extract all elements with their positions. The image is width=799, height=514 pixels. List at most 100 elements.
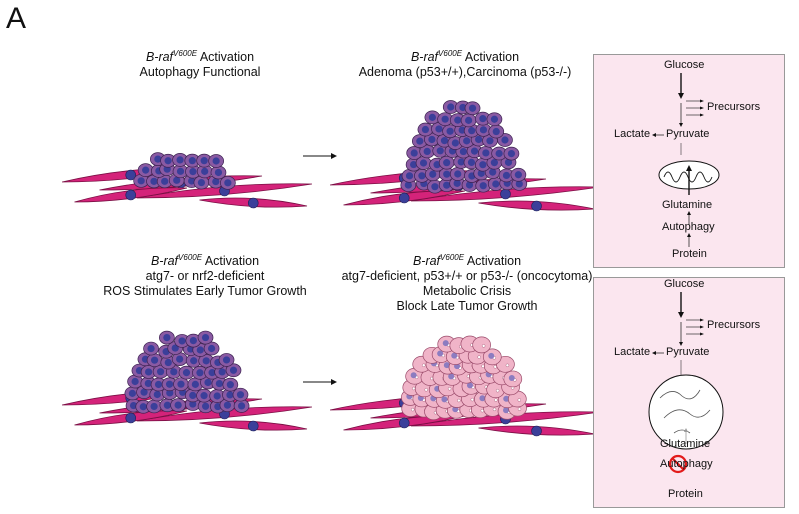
- fibroblast-nucleus: [500, 188, 511, 200]
- tumor-nucleus: [437, 350, 444, 357]
- tumor-nucleus: [154, 380, 163, 389]
- caption-rest: Activation: [462, 50, 520, 65]
- tumor-nucleus: [489, 168, 497, 176]
- caption-line: B-rafV600E Activation: [100, 46, 300, 65]
- tumor-nucleus: [508, 374, 515, 381]
- autophagy-label: Autophagy: [662, 221, 715, 233]
- tumor-nucleus: [212, 157, 220, 165]
- tumor-nucleus: [463, 137, 471, 145]
- glutamine-label: Glutamine: [660, 438, 711, 450]
- gene-mutation: V600E: [438, 49, 463, 58]
- tumor-nucleus: [207, 344, 216, 353]
- progression-arrow-top: [303, 153, 337, 159]
- fibroblast-nucleus: [247, 197, 259, 209]
- mitochondria-dot: [422, 363, 426, 367]
- caption-rest: Activation: [202, 254, 260, 269]
- fibroblast-nucleus: [247, 420, 259, 432]
- tumor-nucleus: [501, 136, 509, 144]
- caption-line: atg7- or nrf2-deficient: [145, 269, 265, 284]
- tumor-nucleus: [490, 159, 498, 167]
- tumor-nucleus: [451, 139, 459, 147]
- mitochondria-dot: [492, 407, 497, 412]
- gene-name: B-raf: [145, 50, 174, 65]
- tumor-nucleus: [196, 346, 204, 354]
- tumor-nucleus: [178, 337, 186, 345]
- fibroblast-nucleus: [531, 425, 542, 437]
- gene-name: B-raf: [412, 254, 441, 269]
- tumor-nucleus: [441, 396, 448, 403]
- tumor-nucleus: [150, 177, 158, 185]
- tumor-nucleus: [466, 382, 473, 389]
- mitochondria-dot: [494, 398, 498, 402]
- tumor-nucleus: [163, 333, 171, 342]
- tumor-nucleus: [229, 366, 238, 374]
- caption-line: Adenoma (p53+/+),Carcinoma (p53-/-): [358, 65, 572, 80]
- tumor-nucleus: [479, 395, 486, 402]
- tumor-nucleus: [468, 127, 476, 135]
- tumor-nucleus: [164, 157, 172, 165]
- tumor-nucleus: [176, 167, 185, 175]
- fibroblast-nucleus: [125, 169, 137, 181]
- tumor-nucleus: [144, 379, 152, 387]
- tumor-nucleus: [436, 147, 444, 155]
- tumor-nucleus: [191, 380, 199, 388]
- tumor-nucleus: [410, 372, 417, 379]
- tumor-nucleus: [477, 169, 485, 177]
- tumor-nucleus: [174, 401, 182, 409]
- tumor-cell: [472, 336, 491, 354]
- tumor-nucleus: [201, 333, 210, 342]
- tumor-nucleus: [428, 135, 436, 144]
- fibroblast-nucleus: [125, 189, 137, 201]
- tumor-nucleus: [145, 368, 153, 376]
- pyruvate-label: Pyruvate: [666, 346, 710, 358]
- tumor-nucleus: [201, 167, 209, 175]
- precursors-label: Precursors: [707, 101, 761, 113]
- tumor-nucleus: [215, 379, 224, 388]
- tumor-nucleus: [188, 177, 196, 185]
- tumor-nucleus: [467, 158, 476, 167]
- tumor-nucleus: [457, 158, 465, 166]
- mitochondria-dot: [470, 397, 475, 402]
- caption-line: Autophagy Functional: [139, 65, 261, 80]
- protein-label: Protein: [668, 488, 703, 500]
- metabolism-box-functional: Glucose Precursors Lactate Pyruvate Glut…: [593, 54, 785, 268]
- tissue-large-tumor: [330, 100, 600, 212]
- mitochondria-dot: [495, 388, 500, 393]
- tumor-nucleus: [150, 356, 159, 364]
- mitochondria-dot: [517, 398, 522, 402]
- tumor-nucleus: [440, 137, 449, 145]
- tumor-nucleus: [189, 391, 197, 399]
- tumor-nucleus: [165, 380, 174, 388]
- tumor-nucleus: [171, 344, 179, 352]
- tumor-nucleus: [156, 368, 165, 376]
- gene-mutation: V600E: [173, 49, 198, 58]
- tumor-nucleus: [164, 358, 172, 367]
- tumor-nucleus: [218, 368, 226, 376]
- tumor-nucleus: [224, 179, 232, 187]
- autophagy-label: Autophagy: [660, 458, 713, 470]
- tumor-nucleus: [443, 362, 450, 369]
- tissue-small-tumor: [62, 152, 312, 209]
- tumor-nucleus: [479, 182, 487, 190]
- metabolism-arrows: [652, 73, 720, 247]
- tumor-nucleus: [189, 336, 197, 345]
- fibroblast-nucleus: [125, 412, 137, 424]
- tumor-nucleus: [173, 176, 181, 184]
- tumor-nucleus: [502, 171, 511, 180]
- tumor-nucleus: [507, 150, 516, 158]
- tumor-nucleus: [410, 149, 418, 157]
- tumor-nucleus: [429, 170, 437, 178]
- mitochondria-dot: [411, 407, 415, 412]
- tumor-nucleus: [454, 170, 462, 178]
- tumor-nucleus: [421, 125, 430, 134]
- fibroblast-nucleus: [398, 417, 410, 429]
- tumor-nucleus: [202, 357, 210, 365]
- mitochondria-dot: [505, 363, 510, 367]
- tumor-nucleus: [154, 155, 162, 163]
- mitochondria-dot: [481, 344, 486, 348]
- caption-line: atg7-deficient, p53+/+ or p53-/- (oncocy…: [341, 269, 593, 284]
- mitochondria-dot: [457, 398, 461, 403]
